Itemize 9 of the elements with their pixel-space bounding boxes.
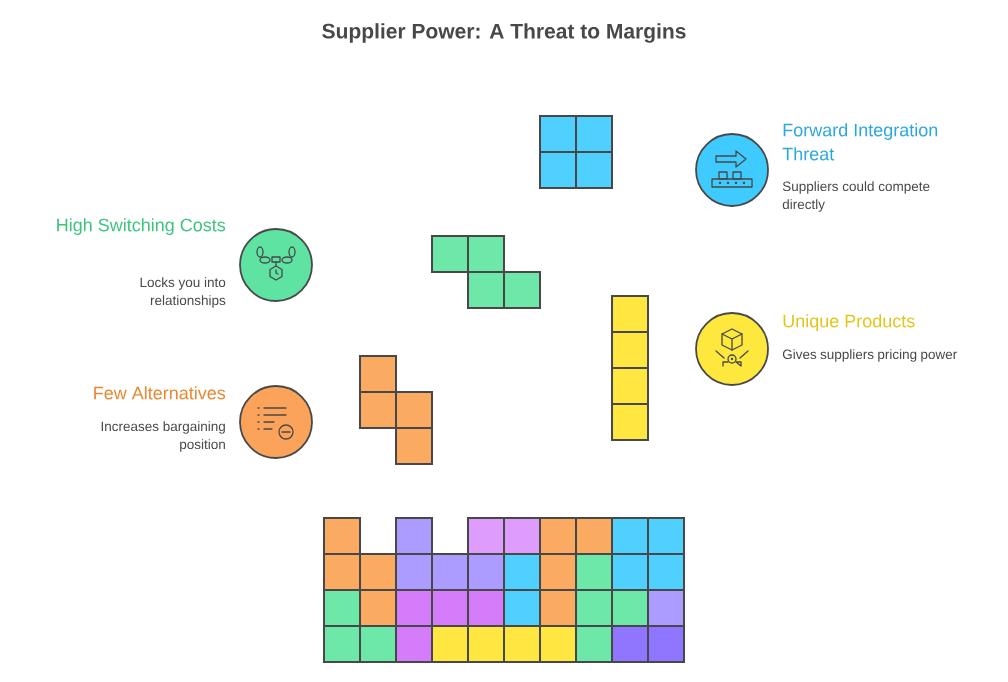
description: Gives suppliers pricing power	[782, 349, 957, 362]
heading: High Switching Costs	[57, 218, 226, 235]
description: Locks you into relationships	[140, 277, 226, 308]
description: Increases bargaining position	[101, 421, 225, 452]
description: Suppliers could compete directly	[782, 181, 930, 212]
heading: Few Alternatives	[94, 386, 226, 400]
heading: Forward Integration Threat	[782, 123, 938, 161]
heading: Unique Products	[783, 314, 915, 331]
title: Supplier Power: A Threat to Margins	[322, 23, 686, 43]
